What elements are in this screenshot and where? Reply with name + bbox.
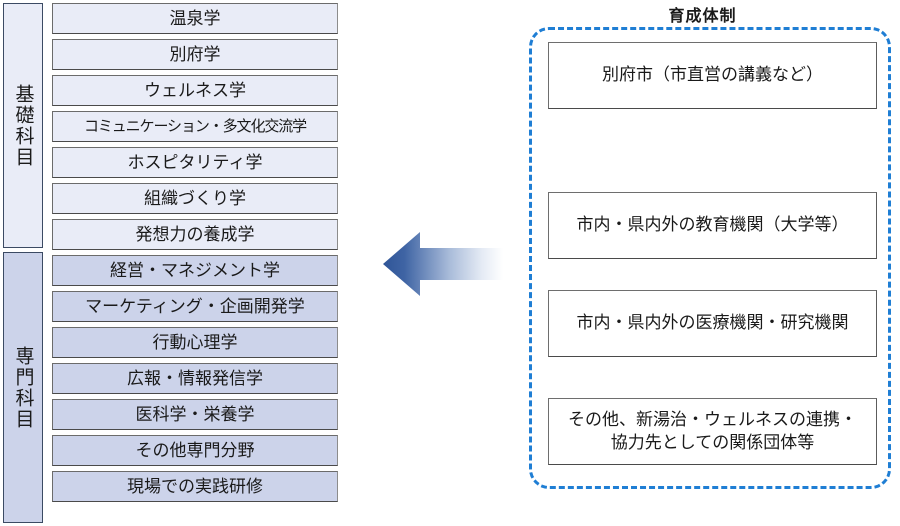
provider-item[interactable]: 別府市（市直営の講義など） <box>548 42 877 109</box>
subject-row[interactable]: ホスピタリティ学 <box>52 147 338 178</box>
provider-item[interactable]: 市内・県内外の医療機関・研究機関 <box>548 290 877 357</box>
provider-panel: 育成体制 別府市（市直営の講義など） 市内・県内外の教育機関（大学等） 市内・県… <box>520 0 900 526</box>
subject-row[interactable]: コミュニケーション・多文化交流学 <box>52 111 338 142</box>
subject-row[interactable]: 広報・情報発信学 <box>52 363 338 394</box>
provider-item-text: 市内・県内外の医療機関・研究機関 <box>576 313 849 333</box>
subject-row[interactable]: マーケティング・企画開発学 <box>52 291 338 322</box>
category-label-specialized-text: 専門科目 <box>12 345 34 430</box>
subject-row[interactable]: 経営・マネジメント学 <box>52 255 338 286</box>
provider-item-line1: その他、新湯治・ウェルネスの連携・ <box>568 409 857 429</box>
subject-row[interactable]: ウェルネス学 <box>52 75 338 106</box>
subject-row[interactable]: その他専門分野 <box>52 435 338 466</box>
category-label-basic-text: 基礎科目 <box>12 83 34 168</box>
provider-item-line2: 協力先としての関係団体等 <box>610 432 815 452</box>
left-arrow-icon <box>383 232 503 296</box>
provider-item[interactable]: 市内・県内外の教育機関（大学等） <box>548 192 877 259</box>
subject-row[interactable]: 温泉学 <box>52 3 338 34</box>
provider-item-text: 別府市（市直営の講義など） <box>602 65 823 85</box>
category-label-basic: 基礎科目 <box>3 3 43 248</box>
subject-row[interactable]: 組織づくり学 <box>52 183 338 214</box>
category-label-specialized: 専門科目 <box>3 252 43 523</box>
subject-list: 温泉学 別府学 ウェルネス学 コミュニケーション・多文化交流学 ホスピタリティ学… <box>52 3 338 507</box>
subject-row[interactable]: 医科学・栄養学 <box>52 399 338 430</box>
subject-row[interactable]: 行動心理学 <box>52 327 338 358</box>
provider-dashed-container <box>529 27 891 489</box>
subject-row[interactable]: 発想力の養成学 <box>52 219 338 250</box>
subject-row[interactable]: 別府学 <box>52 39 338 70</box>
subject-row[interactable]: 現場での実践研修 <box>52 471 338 502</box>
curriculum-panel: 基礎科目 専門科目 温泉学 別府学 ウェルネス学 コミュニケーション・多文化交流… <box>0 0 345 526</box>
provider-item-text: その他、新湯治・ウェルネスの連携・ 協力先としての関係団体等 <box>568 409 857 455</box>
provider-item[interactable]: その他、新湯治・ウェルネスの連携・ 協力先としての関係団体等 <box>548 398 877 465</box>
provider-item-text: 市内・県内外の教育機関（大学等） <box>576 215 849 235</box>
provider-panel-title: 育成体制 <box>668 8 737 25</box>
